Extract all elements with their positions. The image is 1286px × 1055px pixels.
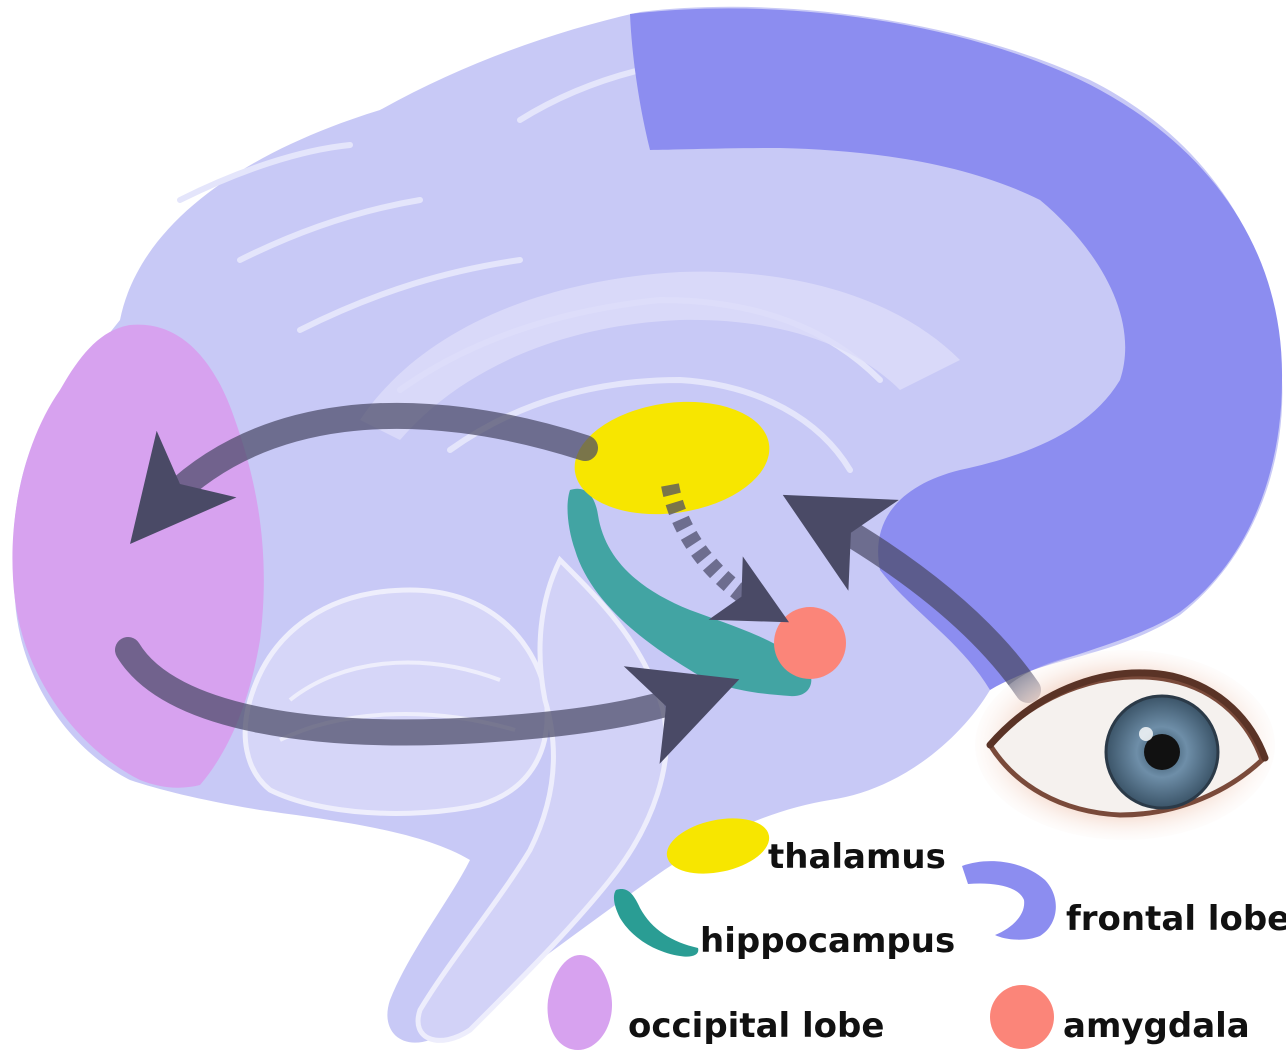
legend-label-occipital-lobe: occipital lobe <box>628 1006 884 1046</box>
legend-label-hippocampus: hippocampus <box>700 921 955 961</box>
legend-label-amygdala: amygdala <box>1063 1006 1250 1046</box>
legend-item-frontal-lobe: frontal lobe <box>962 861 1286 940</box>
frontal-lobe-swatch <box>962 861 1056 940</box>
amygdala-region <box>774 607 846 679</box>
occipital-lobe-swatch <box>548 955 612 1050</box>
hippocampus-swatch <box>614 889 698 957</box>
legend-label-frontal-lobe: frontal lobe <box>1066 899 1286 939</box>
legend-label-thalamus: thalamus <box>768 837 946 877</box>
legend-item-occipital-lobe: occipital lobe <box>548 955 885 1050</box>
eye-icon <box>975 650 1275 840</box>
legend-item-amygdala: amygdala <box>990 985 1250 1049</box>
legend-item-hippocampus: hippocampus <box>614 889 955 961</box>
amygdala-swatch <box>990 985 1054 1049</box>
